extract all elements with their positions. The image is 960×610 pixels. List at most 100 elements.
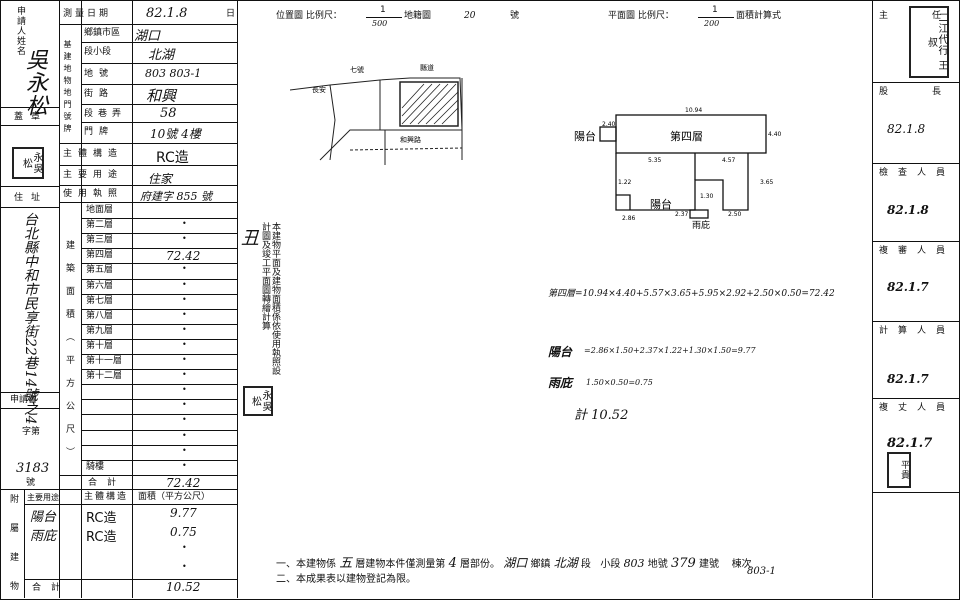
road-label-1: 長安 xyxy=(312,85,326,94)
checker-label: 檢查人員 xyxy=(879,168,956,178)
license-label: 使用執照 xyxy=(63,189,124,199)
lot-label: 地號 xyxy=(84,69,115,79)
dim-7: 2.86 xyxy=(622,215,636,222)
dim-8: 2.37 xyxy=(675,211,689,218)
location-sheet-label: 地籍圖 xyxy=(404,11,432,21)
dim-1: 4.40 xyxy=(768,131,782,138)
survey-date-label: 測量日期 xyxy=(63,9,112,19)
road-label-3: 和興路 xyxy=(400,135,421,144)
floor-row-area: • xyxy=(182,385,187,395)
att-col3: 面積（平方公尺） xyxy=(138,492,211,502)
footer-line1-bldg: 379 xyxy=(670,556,696,571)
license-value: 府建字 855 號 xyxy=(140,190,212,203)
floor-row-area: • xyxy=(182,430,187,440)
total-value: 72.42 xyxy=(166,476,201,490)
floor-row-name: 第十一層 xyxy=(86,356,123,366)
footer-line1-floors: 五 xyxy=(339,556,353,571)
calc-floor4: 第四層=10.94×4.40+5.57×3.65+5.95×2.92+2.50×… xyxy=(548,289,835,299)
calc-balcony-label: 陽台 xyxy=(548,345,573,359)
floor-row-area: • xyxy=(182,460,187,470)
chief-stamp: 二江代行 王叔 xyxy=(909,6,949,78)
calc-total: 計 10.52 xyxy=(574,408,629,423)
footer-line1-town: 湖口 xyxy=(503,556,528,570)
footer-line1-c: 層部份。 xyxy=(460,559,501,570)
floor-row-name: 第三層 xyxy=(86,235,114,246)
floor-row-area: • xyxy=(182,309,187,319)
floor-canopy-label: 雨庇 xyxy=(692,219,710,230)
floor-row-name: 第七層 xyxy=(86,295,114,306)
lane-value: 58 xyxy=(160,106,177,121)
section-chief-label: 股長 xyxy=(879,87,941,97)
checker-date: 82.1.8 xyxy=(887,203,929,217)
location-plan-drawing: 長安 七號 和興路 縣道 xyxy=(290,63,463,165)
floor-row-area: • xyxy=(182,400,187,410)
att-total-value: 10.52 xyxy=(166,580,201,594)
attached-row-area: • xyxy=(182,543,187,552)
door-value: 10號 4樓 xyxy=(150,127,201,141)
right-panel: 主任 二江代行 王叔 股長 82.1.8 檢查人員 82.1.8 複審人員 82… xyxy=(872,0,959,598)
location-plan-label: 位置圖 比例尺： xyxy=(276,11,342,21)
footer-line1-subsection-label: 小段 xyxy=(600,559,621,570)
floor-row-name: 騎樓 xyxy=(86,461,105,472)
street-value: 和興 xyxy=(146,87,177,105)
attached-row-area: 9.77 xyxy=(170,506,197,520)
word-label: 字第 xyxy=(22,427,41,437)
floor-row-area: • xyxy=(182,355,187,364)
reviewer-label: 複審人員 xyxy=(879,246,956,256)
floor-row-area: • xyxy=(182,415,187,425)
att-col1: 主要用途 xyxy=(27,493,59,502)
attached-row-use: 陽台 xyxy=(30,510,57,525)
calc-staff-date: 82.1.7 xyxy=(887,372,929,386)
section-label: 段小段 xyxy=(84,47,112,57)
calc-staff-label: 計算人員 xyxy=(879,326,956,336)
footer-line1-lot: 803 xyxy=(623,557,645,570)
structure-value: RC造 xyxy=(156,150,189,166)
copy-staff-label: 複丈人員 xyxy=(879,403,956,413)
attached-row-area: • xyxy=(182,561,187,571)
calc-balcony: =2.86×1.50+2.37×1.22+1.30×1.50=9.77 xyxy=(584,346,756,355)
floor-row-area: 72.42 xyxy=(166,249,201,264)
applicant-label: 申請人姓名 xyxy=(15,6,25,56)
seal-label: 蓋章 xyxy=(14,112,49,122)
survey-date-value: 82.1.8 xyxy=(146,6,188,21)
location-scale-den: 500 xyxy=(372,19,388,28)
road-label-4: 縣道 xyxy=(420,63,434,72)
floor-row-area: • xyxy=(182,234,187,244)
applicant-name: 吳永松 xyxy=(22,48,47,117)
dim-9: 1.30 xyxy=(700,193,714,200)
lot-value: 803 803-1 xyxy=(145,67,202,80)
address-label: 住址 xyxy=(14,193,49,203)
floor-row-name: 第十二層 xyxy=(86,371,123,382)
floor-plan-label: 平面圖 比例尺： xyxy=(608,11,674,21)
footer-line1-section: 北湖 xyxy=(553,556,578,570)
notes-vertical: 本建物平面及建物面積係依使用執照設計圖及竣工平面圖轉繪計算 xyxy=(260,222,280,375)
att-total-label: 合計 xyxy=(32,583,71,593)
floor-room-title: 第四層 xyxy=(670,129,703,143)
floor-row-name: 第二層 xyxy=(86,220,114,231)
floor-row-area: • xyxy=(182,445,187,455)
structure-label: 主體構造 xyxy=(63,149,124,159)
door-label: 門牌 xyxy=(84,127,115,137)
floor-row-name: 第八層 xyxy=(86,310,114,321)
floor-row-name: 第四層 xyxy=(86,250,114,261)
lane-label: 段巷弄 xyxy=(84,109,127,119)
footer-line-1: 一、本建物係 五 層建物本件僅測量第 4 層部份。 湖口 鄉鎮 北湖 段 小段 … xyxy=(276,552,752,571)
dim-3: 4.57 xyxy=(722,157,736,164)
footer-line1-lot2: 803-1 xyxy=(747,566,776,577)
attached-row-use: 雨庇 xyxy=(30,528,57,544)
attached-row-structure: RC造 xyxy=(86,529,117,545)
use-label: 主要用途 xyxy=(63,170,124,180)
floors-title: 建築面積（平方公尺） xyxy=(64,240,74,470)
floor-row-area: • xyxy=(182,219,187,229)
base-label: 基建地物地門號牌 xyxy=(63,40,72,136)
section-value: 北湖 xyxy=(148,48,175,63)
footer-line1-bldg-label: 建號 xyxy=(698,559,719,570)
floor-plan-suffix: 面積計算式 xyxy=(736,11,782,21)
footer-line1-town-label: 鄉鎮 xyxy=(530,559,551,570)
floor-row-area: • xyxy=(182,279,187,289)
township-label: 鄉鎮市區 xyxy=(84,28,121,38)
footer-line1-lot-label: 地號 xyxy=(647,559,668,570)
calc-canopy-label: 雨庇 xyxy=(548,376,573,390)
road-label-2: 七號 xyxy=(350,65,364,74)
copy-staff-date: 82.1.7 xyxy=(887,436,933,451)
